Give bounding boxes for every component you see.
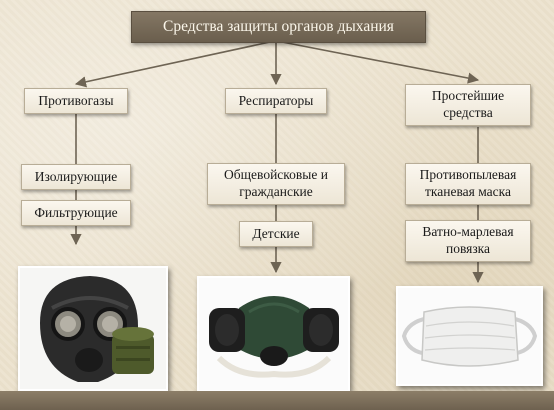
node-detskie: Детские — [239, 221, 313, 247]
root-title: Средства защиты органов дыхания — [163, 18, 394, 35]
node-filtruyushchie: Фильтрующие — [21, 200, 131, 226]
node-filtruyushchie-label: Фильтрующие — [34, 204, 118, 220]
node-protivogazy-label: Противогазы — [38, 92, 114, 108]
node-detskie-label: Детские — [252, 225, 300, 241]
gas-mask-photo — [18, 266, 168, 391]
node-obshchevoyskovye: Общевойсковые и гражданские — [207, 163, 345, 205]
root-title-box: Средства защиты органов дыхания — [131, 11, 426, 43]
node-respiratory: Респираторы — [225, 88, 327, 114]
respirator-photo — [197, 276, 350, 392]
node-protivopylevaya: Противопылевая тканевая маска — [405, 163, 531, 205]
node-respiratory-label: Респираторы — [238, 92, 314, 108]
bottom-bar — [0, 391, 554, 410]
node-izoliruyushchie-label: Изолирующие — [34, 168, 118, 184]
node-protivogazy: Противогазы — [24, 88, 128, 114]
node-protivopylevaya-label: Противопылевая тканевая маска — [419, 167, 517, 199]
link-root-prosteyshie — [281, 41, 480, 84]
link-root-protivogazy — [74, 41, 271, 88]
node-prosteyshie-label: Простейшие средства — [431, 88, 505, 120]
node-vatno-marlevaya-label: Ватно-марлевая повязка — [422, 224, 514, 256]
gauze-bandage-photo — [396, 286, 543, 386]
node-vatno-marlevaya: Ватно-марлевая повязка — [405, 220, 531, 262]
node-prosteyshie: Простейшие средства — [405, 84, 531, 126]
node-izoliruyushchie: Изолирующие — [21, 164, 131, 190]
node-obshchevoyskovye-label: Общевойсковые и гражданские — [224, 167, 328, 199]
